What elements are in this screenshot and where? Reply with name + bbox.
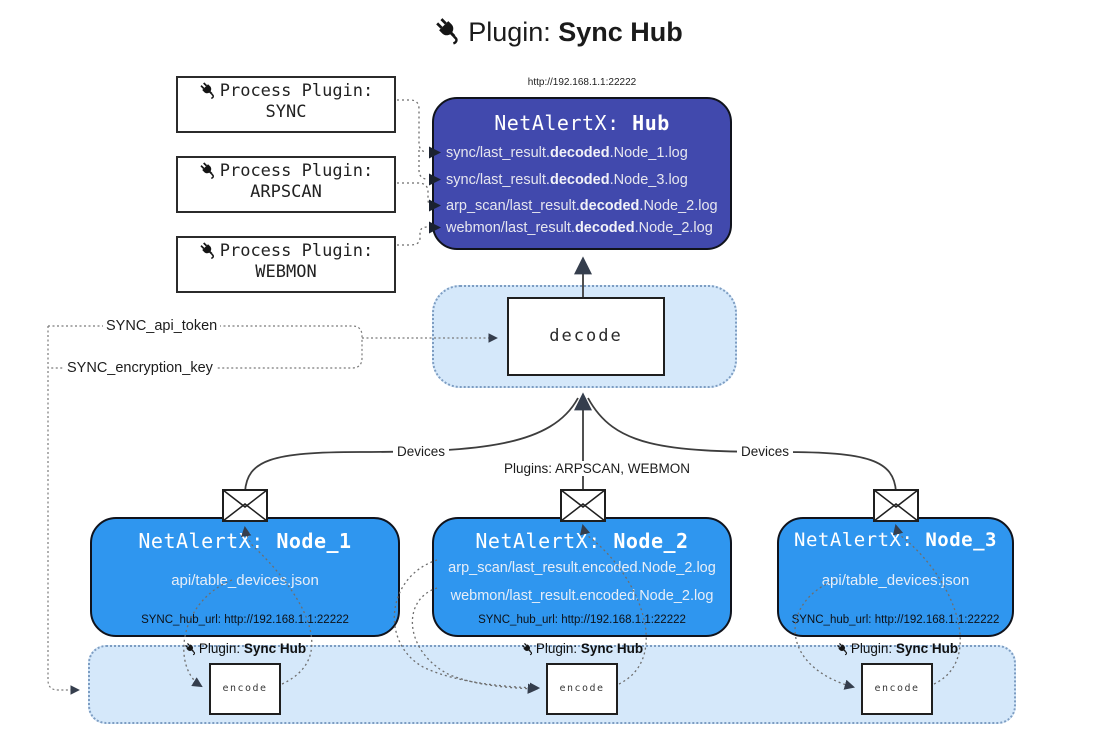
encode-box: encode: [861, 663, 933, 715]
hub-title: NetAlertX: Hub: [494, 111, 670, 135]
process-plugin-sync: Process Plugin: SYNC: [176, 76, 396, 133]
node-title: NetAlertX: Node_2: [475, 529, 689, 553]
hub-url: http://192.168.1.1:22222: [527, 77, 637, 88]
node-hub-url: SYNC_hub_url: http://192.168.1.1:22222: [791, 614, 1000, 626]
node-file: api/table_devices.json: [171, 572, 319, 589]
plug-icon: [184, 643, 195, 656]
node-1-box: NetAlertX: Node_1 api/table_devices.json…: [90, 517, 400, 637]
hub-log-line: sync/last_result.decoded.Node_1.log: [446, 145, 688, 161]
envelope-icon: [560, 489, 606, 522]
hub-log-line: sync/last_result.decoded.Node_3.log: [446, 172, 688, 188]
node-hub-url: SYNC_hub_url: http://192.168.1.1:22222: [141, 614, 349, 626]
process-plugin-webmon: Process Plugin: WEBMON: [176, 236, 396, 293]
encoder-plugin-label: Plugin: Sync Hub: [492, 641, 672, 656]
title-prefix: Plugin:: [468, 17, 551, 47]
process-plugin-name: WEBMON: [255, 262, 317, 282]
encoder-plugin-label: Plugin: Sync Hub: [155, 641, 335, 656]
plug-icon: [436, 18, 458, 45]
node-file: api/table_devices.json: [821, 572, 970, 589]
node-hub-url: SYNC_hub_url: http://192.168.1.1:22222: [478, 614, 686, 626]
hub-log-line: arp_scan/last_result.decoded.Node_2.log: [446, 198, 718, 214]
node-3-box: NetAlertX: Node_3 api/table_devices.json…: [777, 517, 1014, 637]
encode-box: encode: [546, 663, 618, 715]
envelope-icon: [873, 489, 919, 522]
sync-api-token-label: SYNC_api_token: [103, 318, 221, 334]
hub-log-line: webmon/last_result.decoded.Node_2.log: [446, 220, 713, 236]
process-plugin-label: Process Plugin:: [219, 81, 374, 101]
plug-icon: [836, 643, 847, 656]
plugins-label-center: Plugins: ARPSCAN, WEBMON: [500, 461, 695, 476]
node-file: arp_scan/last_result.encoded.Node_2.log: [448, 560, 716, 576]
process-plugin-arpscan: Process Plugin: ARPSCAN: [176, 156, 396, 213]
devices-label-left: Devices: [393, 444, 450, 459]
process-plugin-label: Process Plugin:: [219, 241, 374, 261]
devices-label-right: Devices: [737, 444, 794, 459]
decode-box: decode: [507, 297, 665, 376]
plug-icon: [521, 643, 532, 656]
process-plugin-name: ARPSCAN: [250, 182, 322, 202]
plug-icon: [200, 82, 214, 100]
title-name: Sync Hub: [558, 17, 683, 47]
sync-encryption-key-label: SYNC_encryption_key: [64, 360, 216, 376]
plug-icon: [200, 242, 214, 260]
plug-icon: [200, 162, 214, 180]
process-plugin-name: SYNC: [265, 102, 307, 122]
node-title: NetAlertX: Node_3: [794, 529, 997, 551]
encode-box: encode: [209, 663, 281, 715]
page-title: Plugin: Sync Hub: [0, 16, 1117, 48]
process-plugin-label: Process Plugin:: [219, 161, 374, 181]
node-title: NetAlertX: Node_1: [138, 529, 352, 553]
hub-box: NetAlertX: Hub sync/last_result.decoded.…: [432, 97, 732, 250]
node-file: webmon/last_result.encoded.Node_2.log: [450, 588, 714, 604]
encoder-plugin-label: Plugin: Sync Hub: [807, 641, 987, 656]
envelope-icon: [222, 489, 268, 522]
node-2-box: NetAlertX: Node_2 arp_scan/last_result.e…: [432, 517, 732, 637]
